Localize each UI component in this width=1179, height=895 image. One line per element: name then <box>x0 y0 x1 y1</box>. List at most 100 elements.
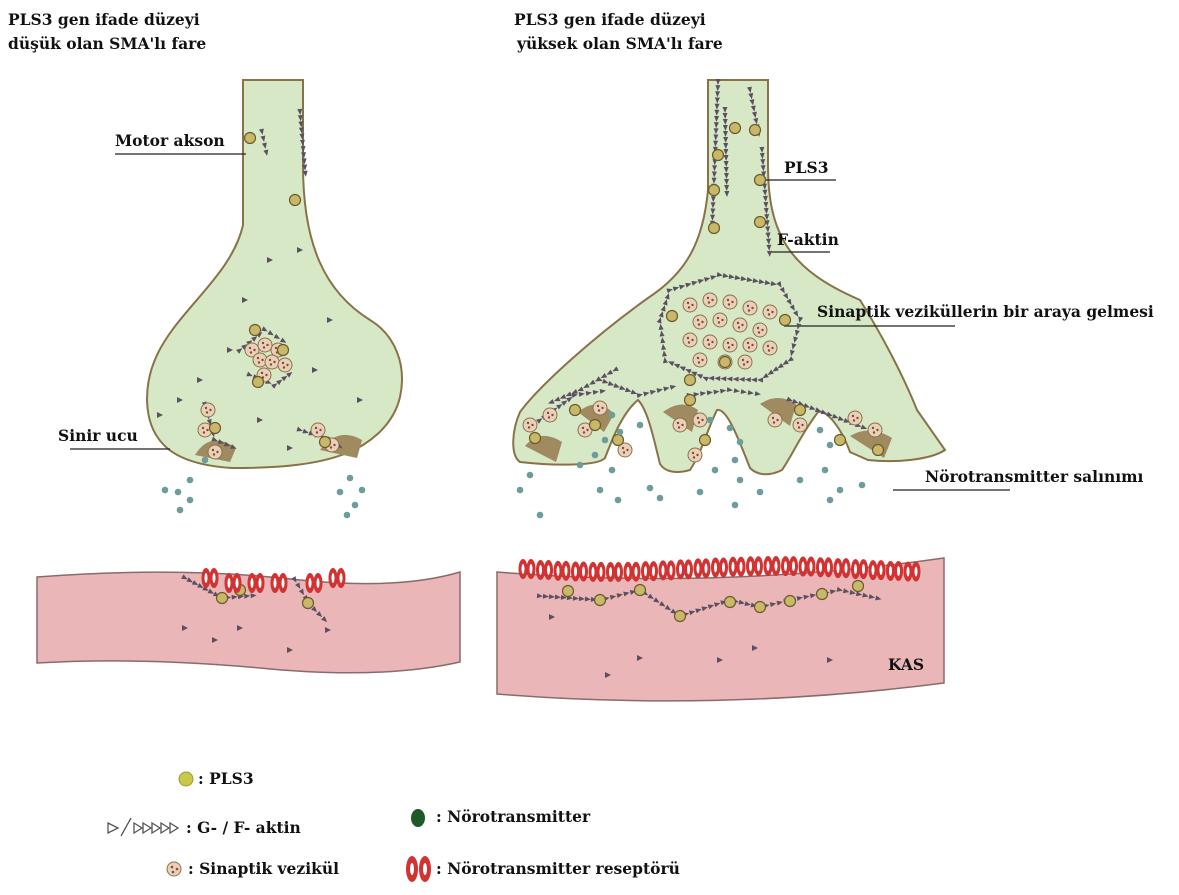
vesicle-dot <box>708 343 710 345</box>
vesicle-membrane <box>848 411 862 425</box>
neurotransmitter-dot <box>707 417 714 424</box>
receptor-pore <box>749 561 752 571</box>
neurotransmitter-dot <box>592 452 599 459</box>
right-title-line1: PLS3 gen ifade düzeyi <box>514 8 723 32</box>
neurotransmitter-dot <box>837 487 844 494</box>
vesicle-dot <box>250 351 252 353</box>
neurotransmitter-dot <box>637 422 644 429</box>
vesicle-dot <box>751 307 753 309</box>
receptor-pore <box>722 562 725 572</box>
vesicle-dot <box>319 429 321 431</box>
receptor-pore <box>757 561 760 571</box>
neurotransmitter-dot <box>352 502 359 509</box>
vesicle-dot <box>547 412 549 414</box>
vesicle-dot <box>586 429 588 431</box>
receptor-pore <box>309 578 312 588</box>
neurotransmitter-dot <box>697 489 704 496</box>
neurotransmitter-dot <box>162 487 169 494</box>
neurotransmitter-dot <box>617 429 624 436</box>
receptor-pore <box>282 578 285 588</box>
vesicle-membrane <box>278 358 292 372</box>
legend-receptor-icon <box>406 856 431 882</box>
label-kas: KAS <box>888 657 924 673</box>
vesicle-dot <box>698 361 700 363</box>
vesicle-dot <box>205 407 207 409</box>
left-title-line2: düşük olan SMA'lı fare <box>8 32 206 56</box>
neurotransmitter-dot <box>202 457 209 464</box>
vesicle-dot <box>283 366 285 368</box>
vesicle-dot <box>692 452 694 454</box>
vesicle-dot <box>747 342 749 344</box>
vesicle-membrane <box>693 353 707 367</box>
synaptic-vesicle <box>733 318 747 332</box>
label-norotransmitter-salinimi: Nörotransmitter salınımı <box>925 469 1143 485</box>
vesicle-dot <box>746 361 748 363</box>
vesicle-dot <box>273 361 275 363</box>
vesicle-dot <box>771 347 773 349</box>
synaptic-vesicle <box>693 353 707 367</box>
receptor-pore <box>530 564 533 574</box>
pls3-protein <box>667 311 678 322</box>
vesicle-dot <box>333 444 335 446</box>
neurotransmitter-dot <box>757 489 764 496</box>
receptor-pore <box>687 564 690 574</box>
receptor-pore <box>705 563 708 573</box>
neurotransmitter-dot <box>187 497 194 504</box>
synaptic-vesicle <box>201 403 215 417</box>
synaptic-vesicle <box>713 313 727 327</box>
vesicle-dot <box>697 357 699 359</box>
vesicle-membrane <box>733 318 747 332</box>
legend-vesicle-icon <box>167 862 181 876</box>
receptor-pore <box>635 567 638 577</box>
vesicle-dot <box>691 304 693 306</box>
vesicle-dot <box>257 357 259 359</box>
vesicle-dot <box>601 407 603 409</box>
pls3-protein <box>290 195 301 206</box>
label-pls3: PLS3 <box>784 160 829 176</box>
vesicle-membrane <box>763 305 777 319</box>
synaptic-vesicle <box>738 355 752 369</box>
vesicle-dot <box>527 422 529 424</box>
vesicle-dot <box>738 326 740 328</box>
synaptic-vesicle <box>763 305 777 319</box>
neurotransmitter-dot <box>737 439 744 446</box>
synaptic-vesicle <box>793 418 807 432</box>
label-sinaptik-vezikul-bir-araya: Sinaptik veziküllerin bir araya gelmesi <box>817 304 1154 320</box>
receptor-pore <box>880 565 883 575</box>
pls3-protein <box>713 150 724 161</box>
vesicle-dot <box>801 424 803 426</box>
vesicle-dot <box>741 324 743 326</box>
vesicle-membrane <box>743 301 757 315</box>
vesicle-dot <box>265 374 267 376</box>
vesicle-dot <box>282 362 284 364</box>
receptor <box>781 556 798 576</box>
vesicle-dot <box>708 301 710 303</box>
receptor-pore <box>627 567 630 577</box>
vesicle-dot <box>728 303 730 305</box>
vesicle-dot <box>721 319 723 321</box>
pls3-protein <box>709 223 720 234</box>
vesicle-dot <box>852 415 854 417</box>
pls3-protein <box>685 375 696 386</box>
label-f-aktin: F-aktin <box>777 232 839 248</box>
synaptic-vesicle <box>673 418 687 432</box>
vesicle-dot <box>583 431 585 433</box>
receptor-pore <box>582 567 585 577</box>
vesicle-membrane <box>763 341 777 355</box>
receptor-pore <box>274 578 277 588</box>
synaptic-vesicle <box>723 338 737 352</box>
receptor-pore <box>872 565 875 575</box>
receptor <box>694 558 711 578</box>
legend-pls3-label: : PLS3 <box>198 771 254 787</box>
pls3-protein <box>785 596 796 607</box>
vesicle-dot <box>751 344 753 346</box>
left-title-line1: PLS3 gen ifade düzeyi <box>8 8 206 32</box>
vesicle-dot <box>853 419 855 421</box>
receptor-pore <box>714 562 717 572</box>
vesicle-dot <box>261 359 263 361</box>
vesicle-dot <box>597 405 599 407</box>
vesicle-dot <box>678 426 680 428</box>
receptor-pore <box>819 562 822 572</box>
pls3-protein <box>780 315 791 326</box>
vesicle-dot <box>330 446 332 448</box>
